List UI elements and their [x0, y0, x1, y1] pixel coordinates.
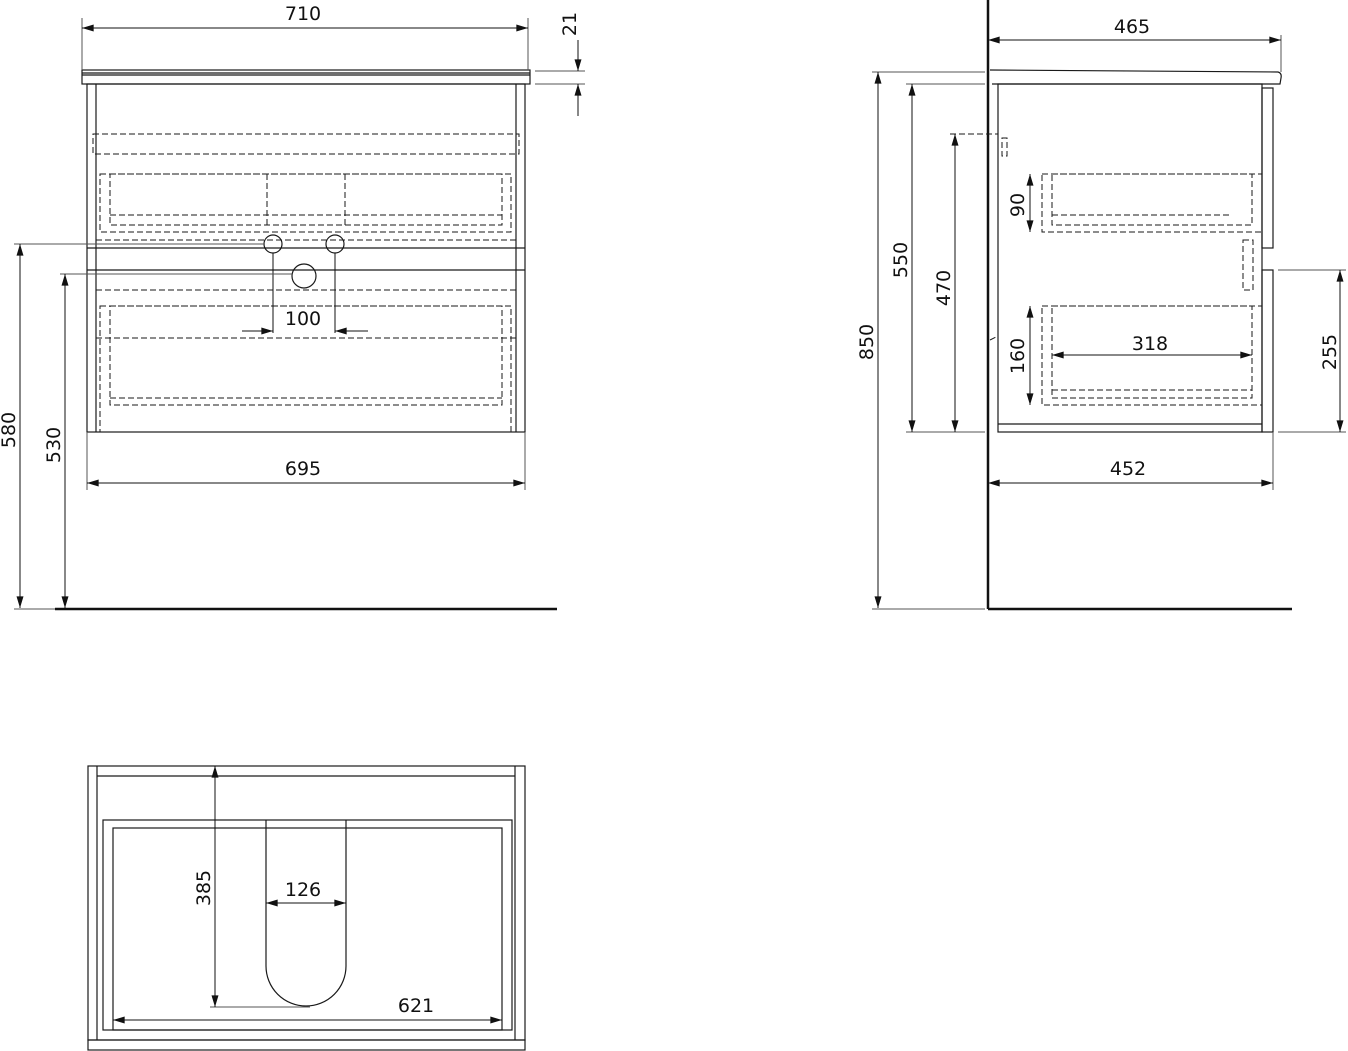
upper-drawer — [99, 173, 512, 233]
lower-front — [1261, 269, 1274, 433]
dim-inner-height: 470 — [933, 270, 955, 306]
dim-lower-drawer-height: 160 — [1007, 338, 1029, 374]
dim-body-width: 695 — [285, 458, 321, 480]
front-view: 710 21 100 695 580 530 — [0, 3, 585, 611]
dim-cabinet-height: 550 — [890, 242, 912, 278]
drawer-top-outline — [102, 819, 513, 1031]
countertop — [81, 69, 531, 85]
dim-overall-depth: 465 — [1114, 16, 1150, 38]
dim-countertop-thickness: 21 — [559, 12, 581, 36]
dim-total-height: 850 — [856, 324, 878, 360]
top-view: 385 126 621 — [87, 765, 526, 1051]
lower-drawer — [96, 305, 516, 433]
dim-overall-width: 710 — [285, 3, 321, 25]
drain-outlet — [291, 263, 317, 289]
dim-inlet-height: 580 — [0, 412, 20, 448]
dim-lower-front-height: 255 — [1319, 334, 1341, 370]
water-inlet-right — [325, 234, 345, 254]
dim-body-depth: 452 — [1110, 458, 1146, 480]
dim-drain-height: 530 — [43, 427, 65, 463]
dim-inner-width: 621 — [398, 995, 434, 1017]
hidden-rail — [92, 133, 520, 155]
cabinet-body — [86, 83, 526, 433]
dim-cutout-depth: 385 — [193, 870, 215, 906]
dim-cutout-width: 126 — [285, 879, 321, 901]
dim-inlet-spacing: 100 — [285, 308, 321, 330]
siphon-cutout — [265, 820, 347, 1007]
water-inlet-left — [263, 234, 283, 254]
upper-front — [1261, 87, 1274, 249]
countertop-side — [989, 69, 1282, 85]
dim-drawer-depth: 318 — [1132, 333, 1168, 355]
cabinet-side — [997, 83, 1263, 433]
dim-upper-drawer-height: 90 — [1007, 193, 1029, 217]
side-view: 465 850 550 470 90 160 318 255 452 — [856, 0, 1346, 611]
